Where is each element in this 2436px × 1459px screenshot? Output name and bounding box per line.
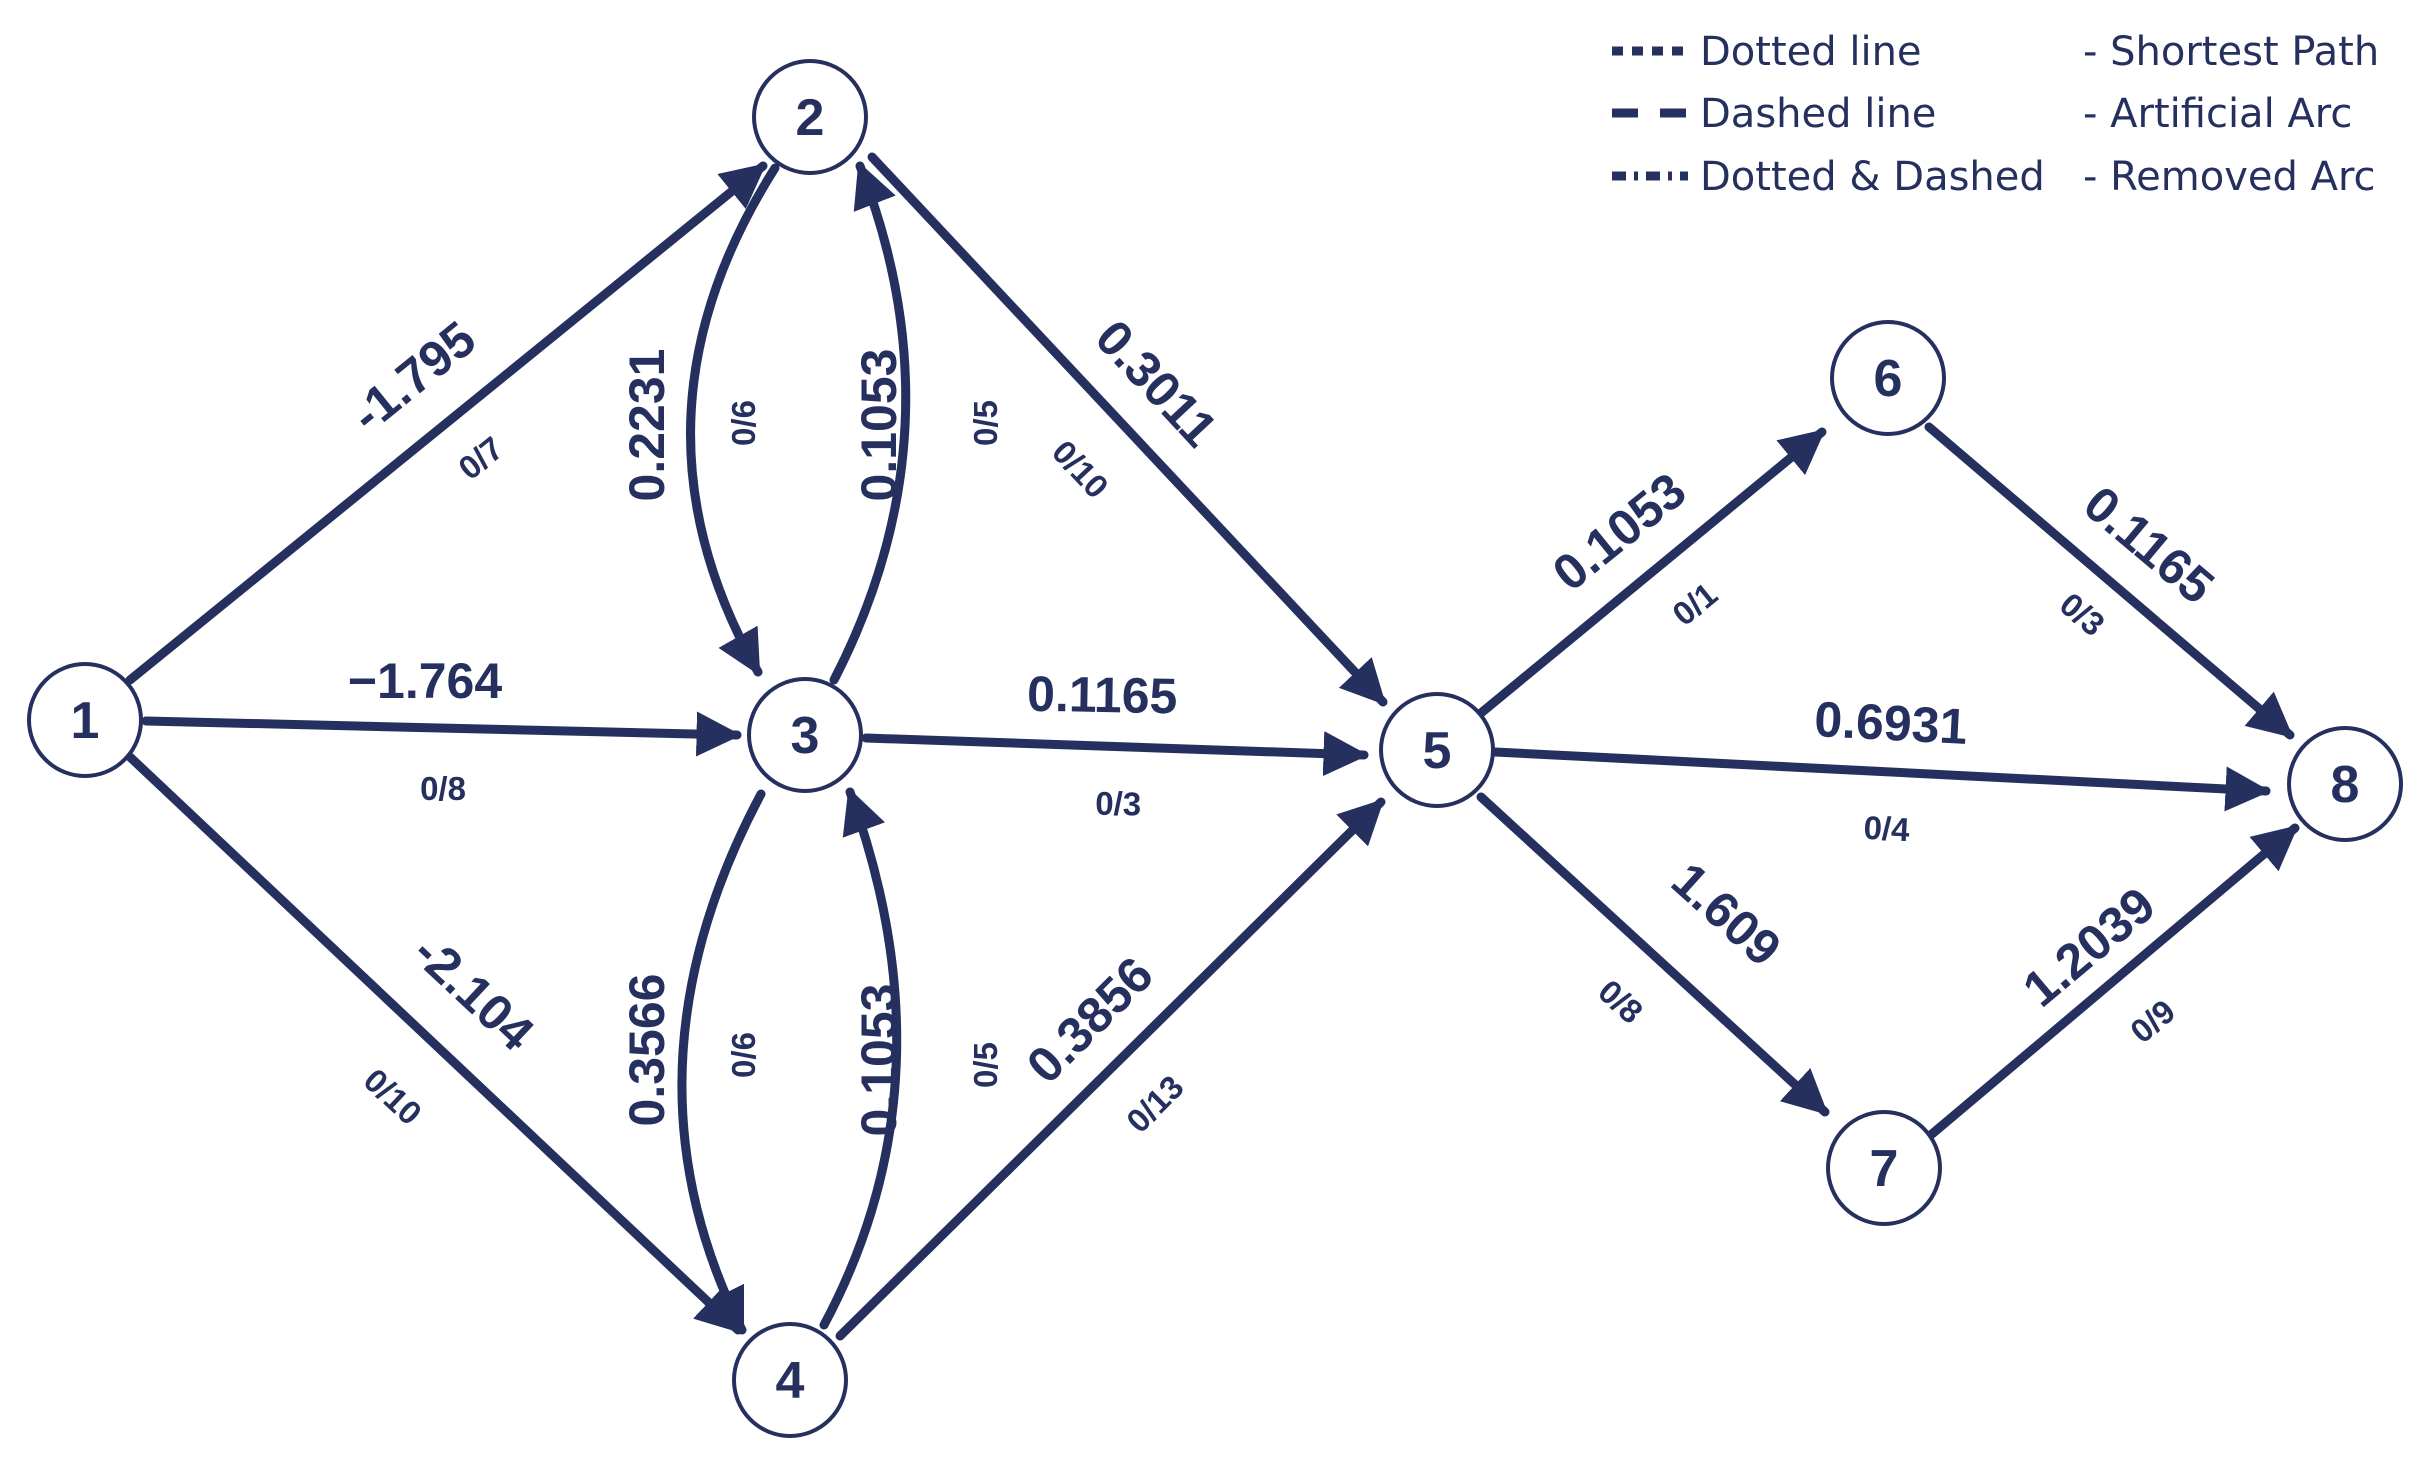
node-7: 7 — [1826, 1110, 1942, 1226]
node-circle — [752, 59, 868, 175]
edge-3-2 — [829, 161, 911, 685]
weight-label-1-4: -2.104 — [403, 924, 545, 1062]
flow-label-1-2: 0/7 — [451, 429, 510, 487]
edge-4-3 — [819, 787, 902, 1330]
edge-3-4 — [677, 789, 766, 1335]
flow-label-4-5: 0/13 — [1119, 1068, 1191, 1140]
weight-label-2-5: 0.3011 — [1085, 309, 1228, 457]
legend-item-shortest-path: Dotted line - Shortest Path — [1612, 29, 2379, 75]
node-circle — [747, 677, 863, 793]
flow-label-2-3: 0/6 — [725, 400, 762, 446]
edge-4-5 — [835, 797, 1386, 1341]
flow-label-3-2: 0/5 — [967, 400, 1004, 446]
weight-label-6-8: 0.1165 — [2073, 475, 2224, 614]
node-3: 3 — [747, 677, 863, 793]
flow-label-7-8: 0/9 — [2123, 992, 2182, 1050]
node-2: 2 — [752, 59, 868, 175]
edge-2-3 — [686, 163, 780, 677]
legend-label: Dotted line — [1700, 29, 1922, 75]
legend-item-artificial-arc: Dashed line - Artificial Arc — [1612, 91, 2352, 137]
edge-1-2 — [125, 161, 768, 685]
legend: Dotted line - Shortest Path Dashed line … — [1612, 29, 2379, 200]
nodes: 1 2 3 4 5 6 7 8 — [27, 59, 2403, 1438]
weight-label-4-5: 0.3856 — [1016, 946, 1164, 1094]
flow-label-5-8: 0/4 — [1863, 809, 1911, 848]
node-1: 1 — [27, 662, 143, 778]
legend-label: Dotted & Dashed — [1700, 154, 2045, 200]
node-circle — [1830, 320, 1946, 436]
flow-label-6-8: 0/3 — [2053, 585, 2112, 643]
flow-label-5-7: 0/8 — [1591, 972, 1650, 1030]
edge-7-8 — [1927, 823, 2300, 1139]
flow-label-3-5: 0/3 — [1095, 785, 1142, 823]
node-circle — [1826, 1110, 1942, 1226]
edge-5-8 — [1490, 747, 2271, 812]
weight-label-3-2: 0.1053 — [851, 349, 907, 502]
flow-label-3-4: 0/6 — [725, 1032, 762, 1078]
weight-label-3-5: 0.1165 — [1027, 666, 1178, 725]
node-label: 4 — [776, 1352, 805, 1410]
weight-label-5-8: 0.6931 — [1813, 691, 1969, 755]
edge-1-4 — [125, 752, 743, 1335]
legend-meaning: - Removed Arc — [2083, 154, 2376, 200]
node-circle — [732, 1322, 848, 1438]
weight-label-5-6: 0.1053 — [1542, 462, 1696, 602]
weight-label-1-3: −1.764 — [348, 653, 503, 709]
node-circle — [27, 662, 143, 778]
edges — [125, 152, 2300, 1341]
edge-6-8 — [1924, 422, 2295, 740]
node-6: 6 — [1830, 320, 1946, 436]
flow-label-1-3: 0/8 — [420, 770, 466, 807]
node-8: 8 — [2287, 726, 2403, 842]
weight-label-1-2: -1.795 — [341, 310, 486, 443]
node-5: 5 — [1379, 692, 1495, 808]
weight-label-5-7: 1.609 — [1661, 852, 1791, 977]
node-label: 3 — [791, 707, 820, 765]
node-label: 6 — [1874, 350, 1903, 408]
node-4: 4 — [732, 1322, 848, 1438]
node-label: 2 — [796, 89, 825, 147]
node-circle — [1379, 692, 1495, 808]
node-label: 8 — [2331, 756, 2360, 814]
weight-label-2-3: 0.2231 — [619, 349, 675, 502]
flow-label-5-6: 0/1 — [1665, 575, 1724, 633]
legend-item-removed-arc: Dotted & Dashed - Removed Arc — [1612, 154, 2376, 200]
edge-2-5 — [867, 152, 1388, 707]
flow-label-1-4: 0/10 — [357, 1061, 429, 1132]
legend-meaning: - Artificial Arc — [2083, 91, 2352, 137]
node-label: 5 — [1423, 722, 1452, 780]
edge-3-5 — [861, 731, 1369, 777]
weight-label-3-4: 0.3566 — [619, 974, 675, 1127]
node-label: 7 — [1870, 1140, 1899, 1198]
edge-5-6 — [1476, 427, 1827, 718]
flow-label-2-5: 0/10 — [1045, 433, 1116, 505]
edge-1-3 — [141, 711, 742, 757]
node-label: 1 — [71, 692, 100, 750]
weight-label-4-3: 0.1053 — [851, 984, 907, 1137]
edge-5-7 — [1476, 792, 1830, 1117]
legend-label: Dashed line — [1700, 91, 1936, 137]
flow-label-4-3: 0/5 — [967, 1042, 1004, 1088]
legend-meaning: - Shortest Path — [2083, 29, 2379, 75]
node-circle — [2287, 726, 2403, 842]
